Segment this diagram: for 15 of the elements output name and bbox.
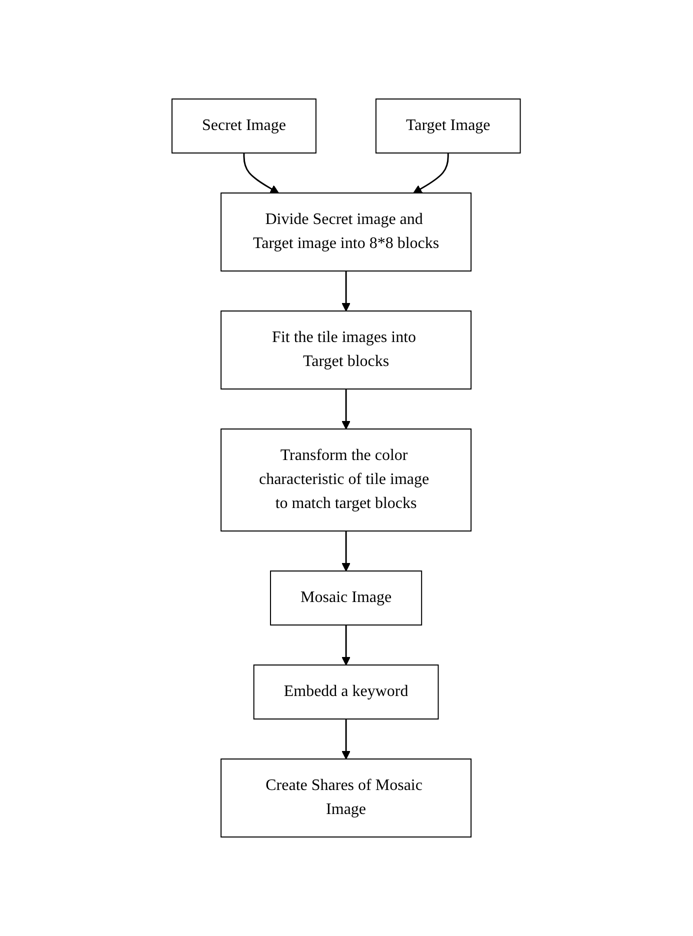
node-box: Mosaic Image bbox=[270, 570, 422, 626]
node-box: Secret Image bbox=[172, 98, 317, 154]
arrow bbox=[342, 531, 351, 572]
node-box: Transform the color characteristic of tile image to match target blocks bbox=[220, 428, 472, 532]
node-box: Create Shares of Mosaic Image bbox=[220, 758, 472, 838]
node-box: Divide Secret image and Target image into 8*8 blocks bbox=[220, 192, 472, 272]
arrow bbox=[342, 271, 351, 312]
node-box: Embedd a keyword bbox=[254, 664, 440, 720]
arrow bbox=[342, 389, 351, 430]
arrow bbox=[342, 625, 351, 666]
node-box: Fit the tile images into Target blocks bbox=[220, 310, 472, 390]
arrow bbox=[244, 153, 280, 194]
arrow bbox=[342, 719, 351, 760]
node-box: Target Image bbox=[376, 98, 522, 154]
arrow bbox=[413, 153, 450, 194]
